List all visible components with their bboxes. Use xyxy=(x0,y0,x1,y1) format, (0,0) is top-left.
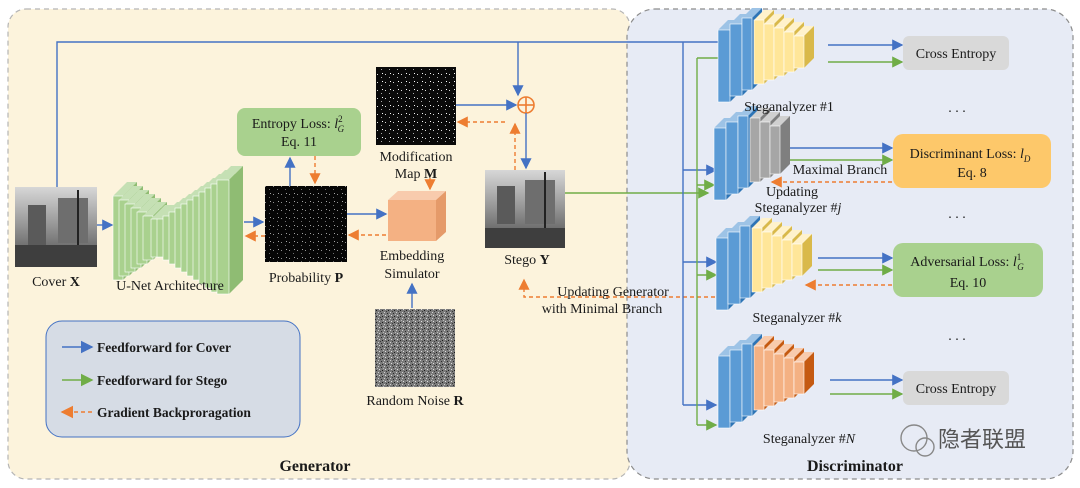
svg-text:隐者联盟: 隐者联盟 xyxy=(938,428,1026,453)
probability-label: Probability P xyxy=(269,271,344,286)
unet-block xyxy=(112,166,243,295)
stego-label: Stego Y xyxy=(504,253,550,268)
entropy-loss-box xyxy=(237,108,361,156)
adversarial-loss-line2: Eq. 10 xyxy=(950,276,987,291)
ellipsis-1: . . . xyxy=(948,101,966,116)
cross-entropy-label-n: Cross Entropy xyxy=(916,382,997,397)
stego-image xyxy=(485,170,565,248)
discriminant-loss-line2: Eq. 8 xyxy=(957,166,987,181)
cross-entropy-box-n xyxy=(903,371,1009,405)
steganalyzer-n-stack xyxy=(717,334,814,429)
generator-arrows xyxy=(56,36,738,308)
random-noise-label: Random Noise R xyxy=(366,394,464,409)
svg-text:Feedforward for Stego: Feedforward for Stego xyxy=(97,373,227,388)
steganalyzer-n-label: Steganalyzer #N xyxy=(763,432,856,447)
steganalyzer-k-stack xyxy=(715,216,812,311)
legend-box xyxy=(45,320,301,438)
cnn-layer xyxy=(793,26,814,69)
embedding-simulator-box xyxy=(388,191,446,241)
watermark: 隐者联盟 xyxy=(900,424,1026,457)
unet-layer xyxy=(216,166,243,295)
steganalyzer-k-label: Steganalyzer #k xyxy=(752,311,842,326)
legend-item-cover: Feedforward for Cover xyxy=(62,340,231,355)
modification-map-line1: Modification xyxy=(379,150,452,165)
cross-entropy-box-1 xyxy=(903,36,1009,70)
cover-image xyxy=(15,187,97,267)
entropy-loss-line2: Eq. 11 xyxy=(281,135,317,150)
cross-entropy-label-1: Cross Entropy xyxy=(916,47,997,62)
legend-item-stego: Feedforward for Stego xyxy=(62,373,227,388)
ellipsis-2: . . . xyxy=(948,207,966,222)
adversarial-loss-box xyxy=(893,243,1043,297)
steganalyzer-j-stack xyxy=(713,106,790,201)
ellipsis-3: . . . xyxy=(948,329,966,344)
maximal-branch-label: Maximal Branch xyxy=(793,163,887,178)
updating-generator-line1: Updating Generator xyxy=(557,285,669,300)
probability-image xyxy=(265,186,347,262)
svg-text:Gradient Backproragation: Gradient Backproragation xyxy=(97,405,251,420)
modification-map-image xyxy=(376,67,456,145)
random-noise-image xyxy=(375,309,455,387)
discriminator-arrows xyxy=(682,39,904,431)
updating-generator-line2: with Minimal Branch xyxy=(542,302,663,317)
generator-title: Generator xyxy=(279,458,350,475)
cover-label: Cover X xyxy=(32,275,80,290)
discriminant-loss-box xyxy=(893,134,1051,188)
embedding-simulator-line2: Simulator xyxy=(384,267,440,282)
steganalyzer-1-stack xyxy=(717,8,814,103)
cnn-layer xyxy=(791,234,812,277)
unet-label: U-Net Architecture xyxy=(116,279,224,294)
modification-map-line2: Map M xyxy=(395,167,437,182)
discriminator-title: Discriminator xyxy=(807,458,903,475)
discriminant-loss-line1: Discriminant Loss: lD xyxy=(910,147,1031,164)
steganalyzer-j-label: Steganalyzer #j xyxy=(755,201,842,216)
legend-item-gradient: Gradient Backproragation xyxy=(60,405,251,420)
steganalyzer-j-updating: Updating xyxy=(766,185,818,200)
svg-text:Feedforward for Cover: Feedforward for Cover xyxy=(97,340,231,355)
add-operator xyxy=(517,96,535,114)
cnn-layer xyxy=(769,116,790,175)
cnn-layer xyxy=(793,352,814,395)
steganalyzer-1-label: Steganalyzer #1 xyxy=(744,100,834,115)
embedding-simulator-line1: Embedding xyxy=(380,249,445,264)
